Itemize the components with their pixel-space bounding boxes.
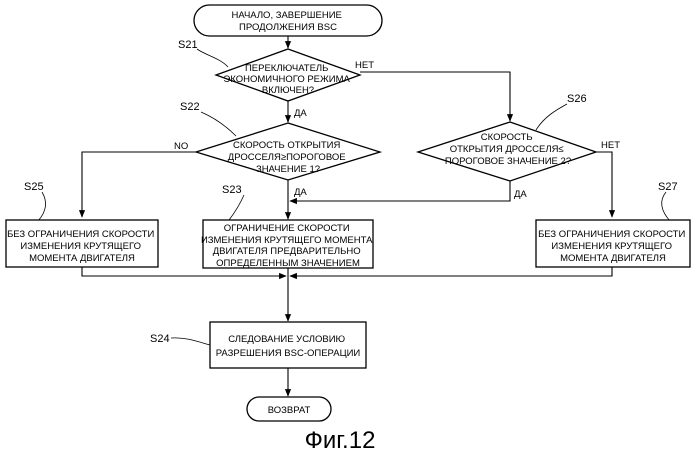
leader-s22 [201, 112, 236, 136]
step-label-s24: S24 [150, 333, 170, 345]
figure-caption: Фиг.12 [305, 427, 376, 454]
arrow-s26-yes [290, 181, 510, 201]
edge-label-s22-yes: ДА [294, 187, 307, 198]
step-label-s22: S22 [180, 101, 200, 113]
arrow-s26-no [594, 152, 612, 217]
step-label-s27: S27 [658, 181, 678, 193]
step-label-s25: S25 [24, 181, 44, 193]
arrow-s21-no [360, 72, 510, 121]
edge-label-s26-yes: ДА [514, 189, 527, 200]
edge-label-s26-no: НЕТ [601, 140, 620, 151]
leader-s25 [38, 192, 45, 221]
step-label-s26: S26 [567, 93, 587, 105]
leader-s26 [536, 104, 567, 130]
step-label-s21: S21 [178, 39, 198, 51]
step-label-s23: S23 [222, 184, 242, 196]
s27-box-text: БЕЗ ОГРАНИЧЕНИЯ СКОРОСТИ ИЗМЕНЕНИЯ КРУТЯ… [538, 229, 688, 264]
edge-label-s21-yes: ДА [294, 108, 307, 119]
leader-s21 [197, 49, 228, 67]
s24-box [210, 322, 366, 368]
leader-s23 [229, 195, 244, 220]
s25-box-text: БЕЗ ОГРАНИЧЕНИЯ СКОРОСТИ ИЗМЕНЕНИЯ КРУТЯ… [7, 229, 157, 264]
s23-box-text: ОГРАНИЧЕНИЕ СКОРОСТИ ИЗМЕНЕНИЯ КРУТЯЩЕГО… [201, 223, 375, 269]
edge-label-s22-no: NO [174, 141, 188, 152]
end-text: ВОЗВРАТ [268, 405, 311, 416]
s22-decision-text: СКОРОСТЬ ОТКРЫТИЯ ДРОССЕЛЯ≥ПОРОГОВОЕ ЗНА… [228, 140, 348, 175]
edge-label-s21-no: НЕТ [355, 60, 374, 71]
leader-s27 [662, 192, 670, 221]
leader-s24 [171, 338, 210, 345]
arrow-s22-no [82, 152, 203, 217]
start-text: НАЧАЛО, ЗАВЕРШЕНИЕ ПРОДОЛЖЕНИЯ BSC [231, 10, 344, 33]
